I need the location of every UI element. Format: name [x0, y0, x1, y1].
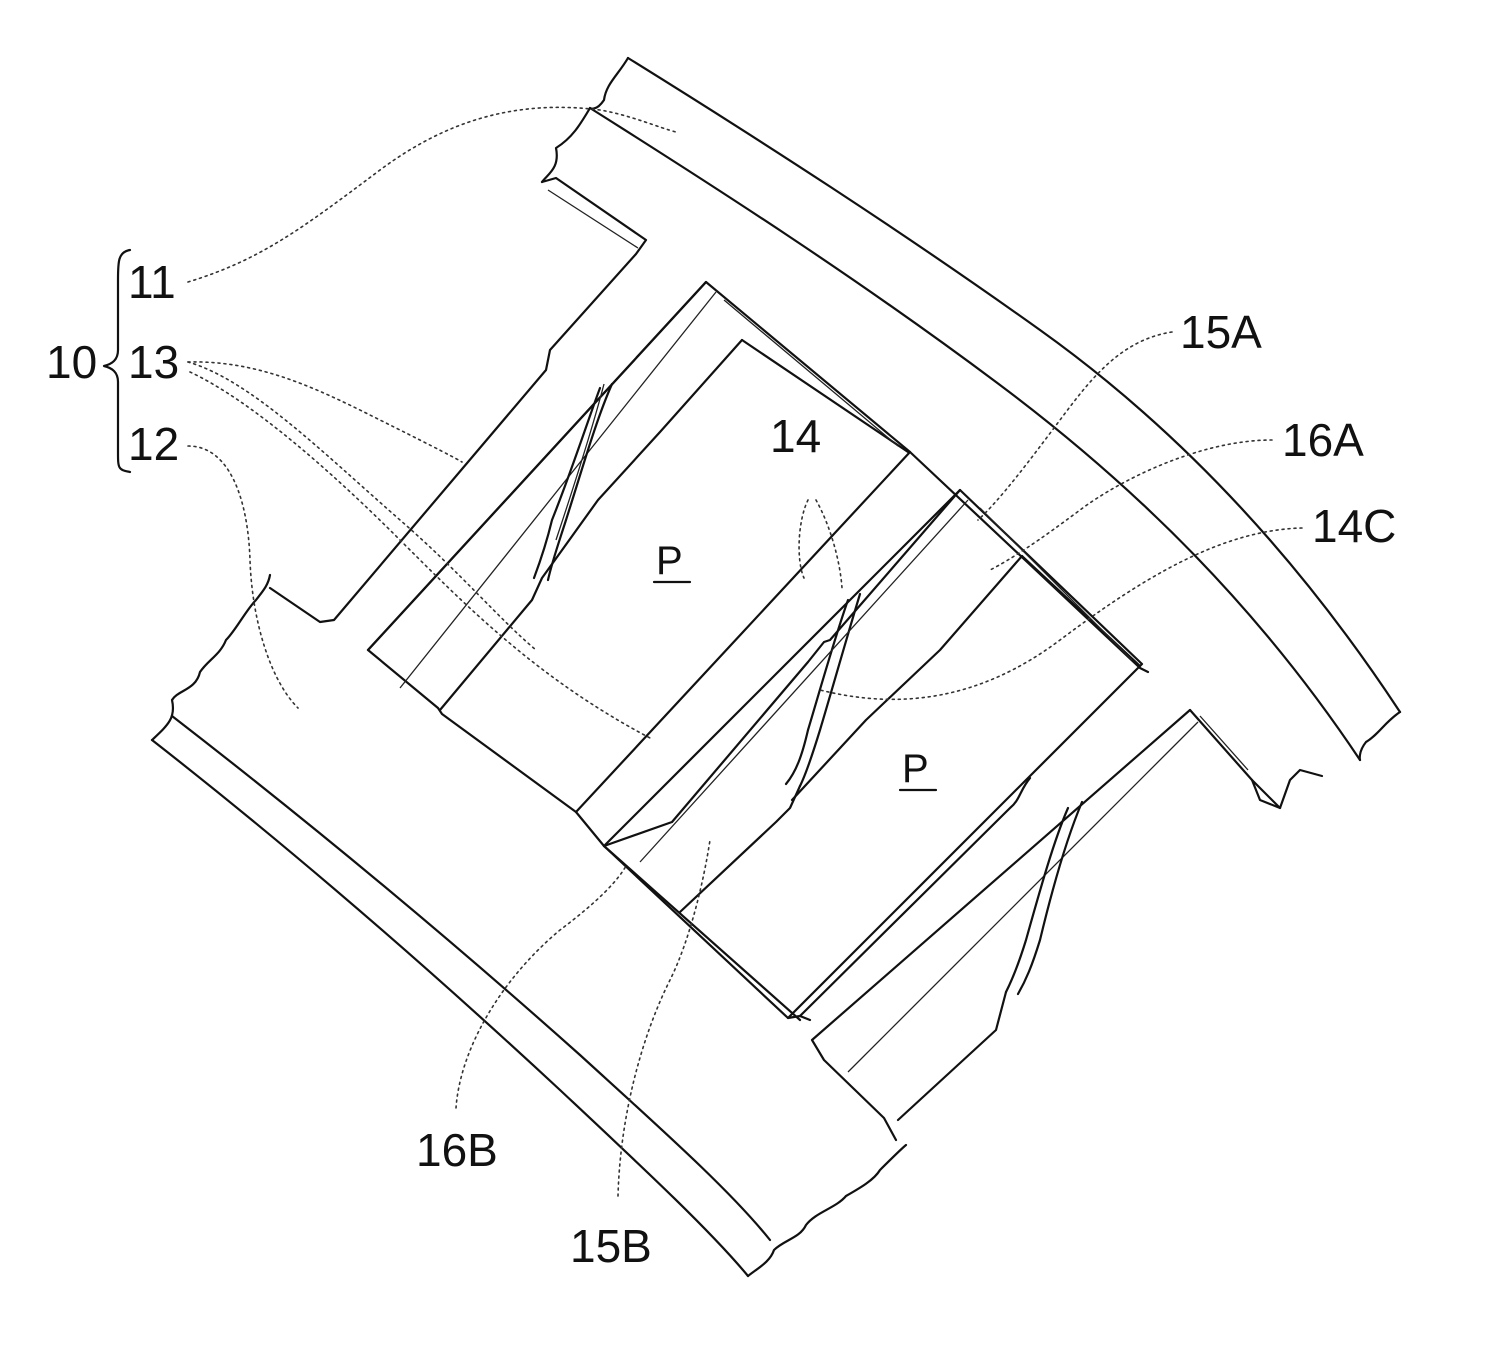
label-16a: 16A — [1282, 414, 1364, 466]
p-marker-lower: P — [900, 747, 936, 791]
right-tooth — [812, 710, 1322, 1140]
lower-slot — [604, 490, 1142, 1020]
bracket-10 — [104, 250, 130, 472]
p-label-lower: P — [902, 747, 929, 791]
middle-tooth — [576, 452, 1148, 1020]
label-13: 13 — [128, 336, 179, 388]
label-10: 10 — [46, 336, 97, 388]
leader-lines — [188, 107, 1302, 1196]
label-15a: 15A — [1180, 306, 1262, 358]
upper-outer-strip — [542, 58, 1400, 760]
label-15b: 15B — [570, 1220, 652, 1272]
left-frame-outline — [270, 178, 646, 622]
p-label-upper: P — [656, 539, 683, 583]
label-14c: 14C — [1312, 500, 1396, 552]
label-12: 12 — [128, 418, 179, 470]
label-11: 11 — [128, 256, 176, 308]
p-marker-upper: P — [654, 539, 690, 583]
label-14: 14 — [770, 410, 821, 462]
label-16b: 16B — [416, 1124, 498, 1176]
